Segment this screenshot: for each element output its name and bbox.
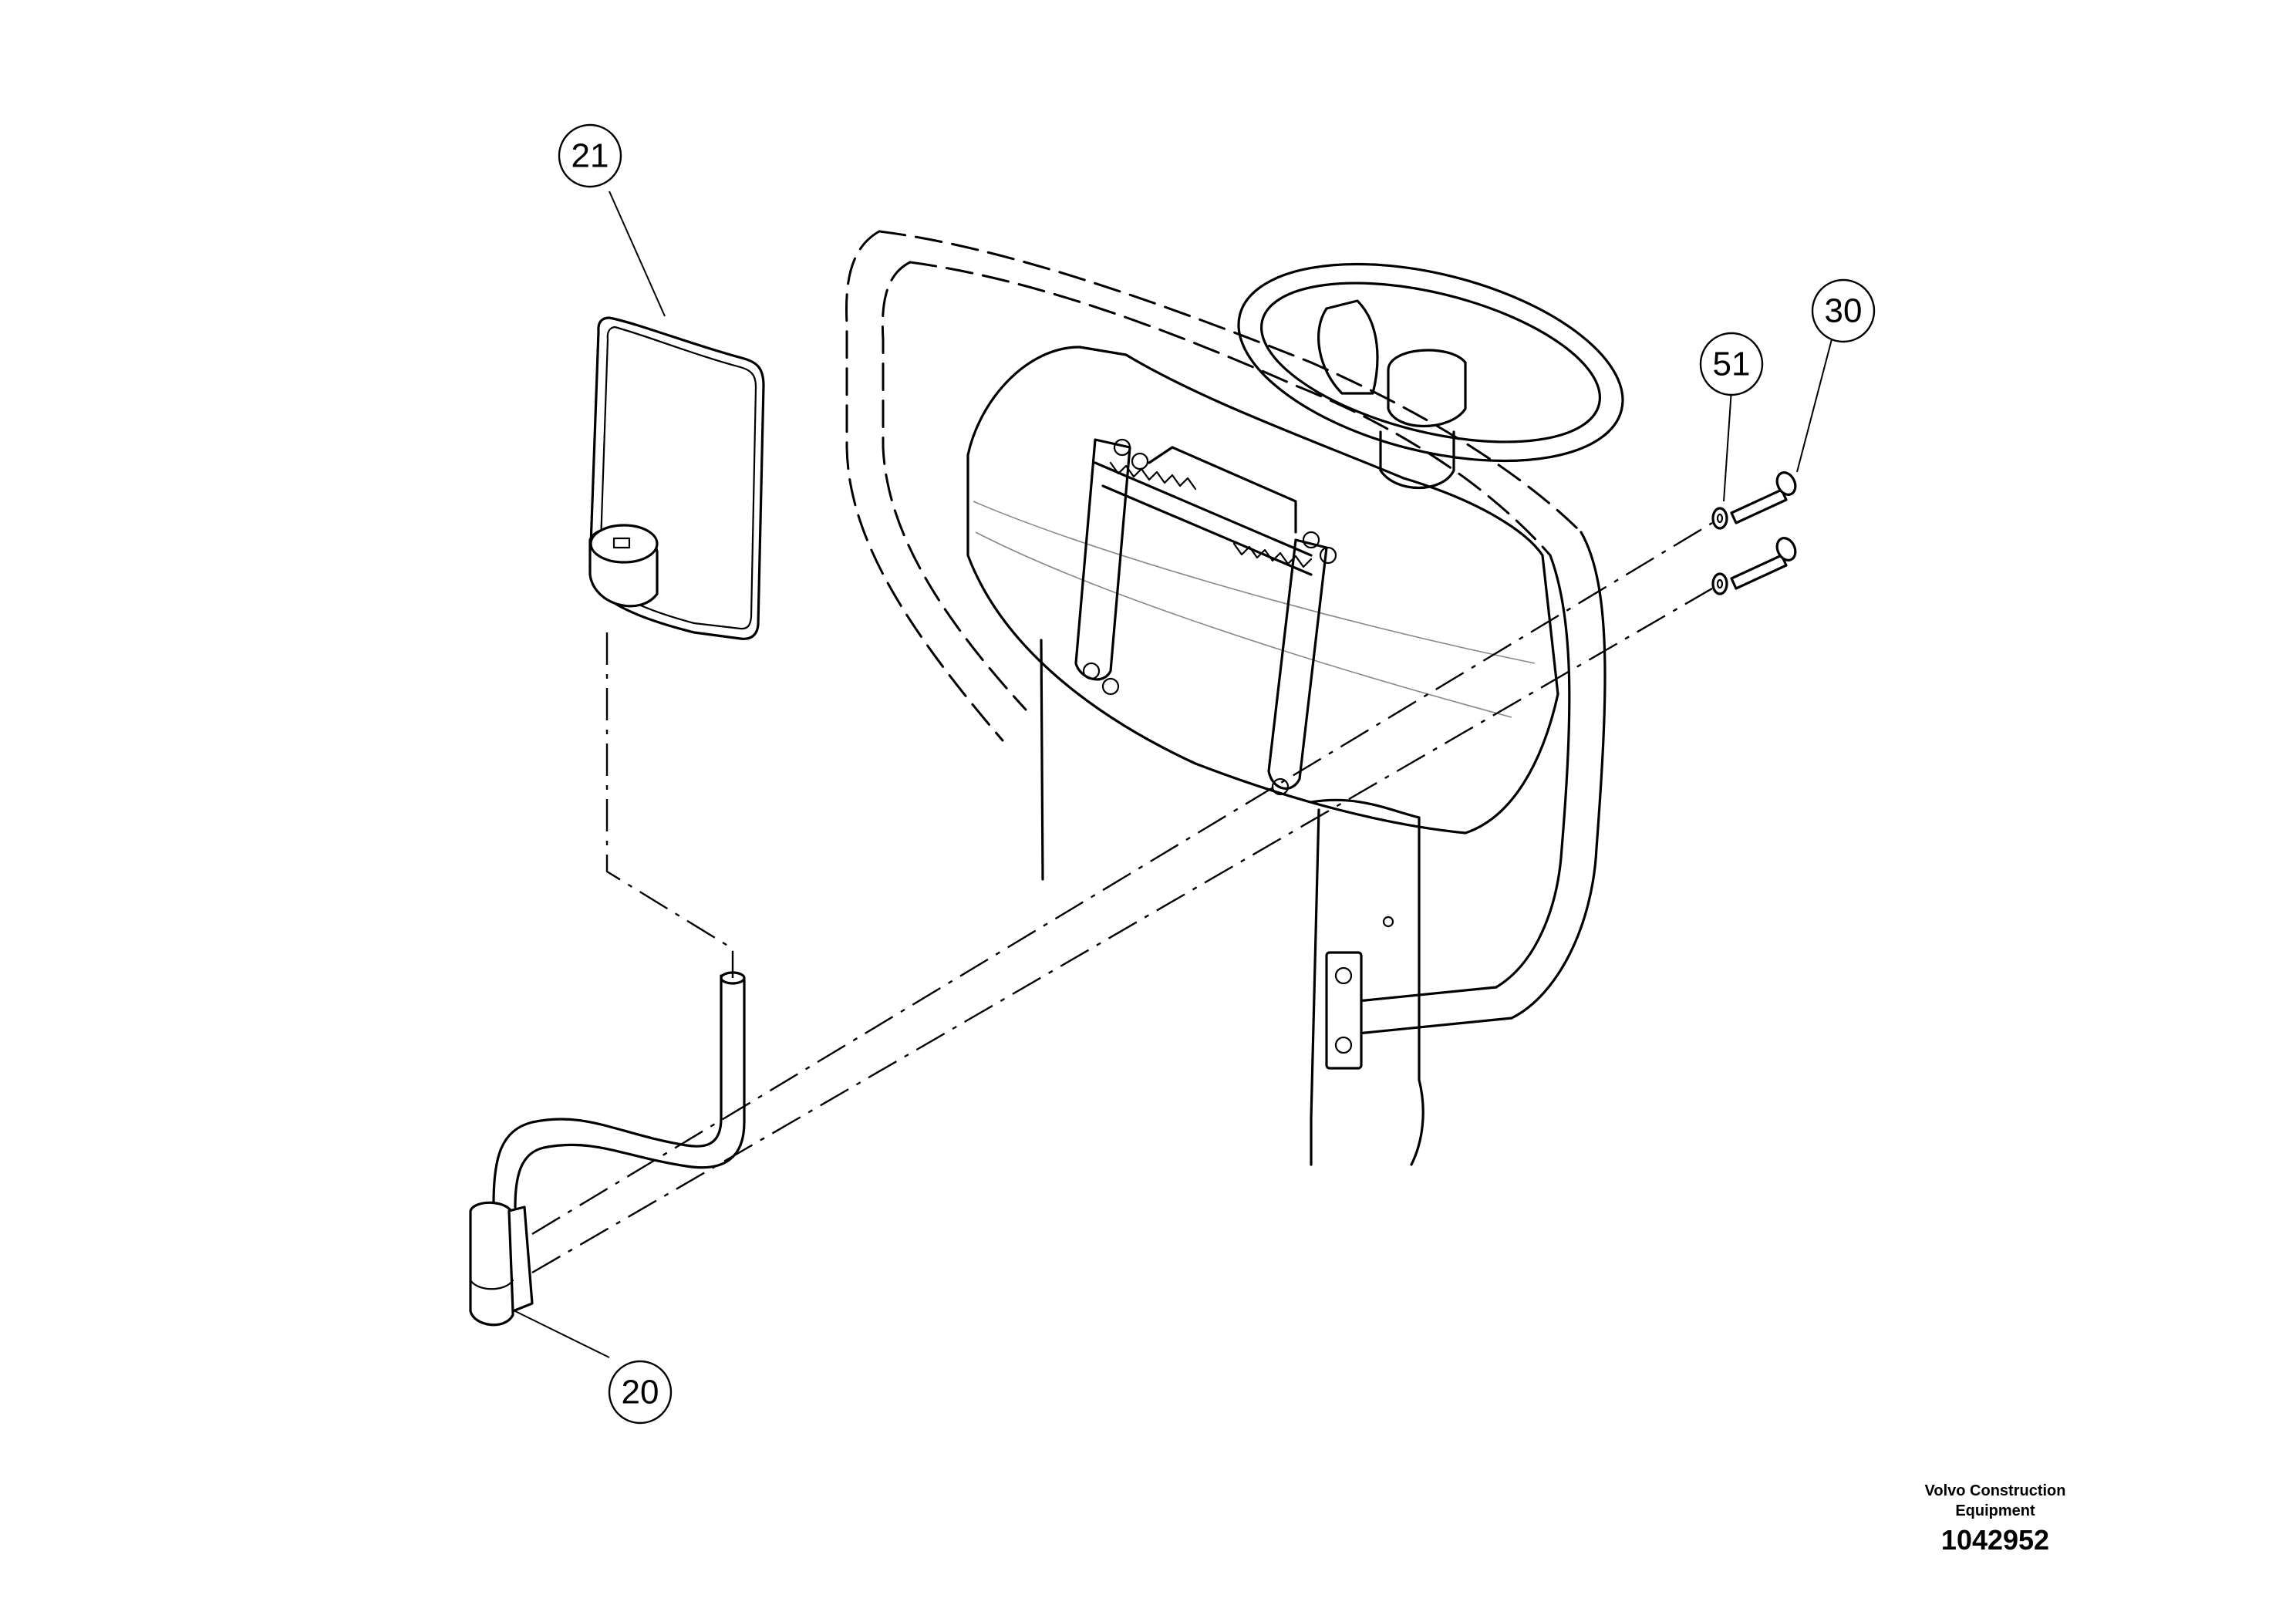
callout-20-label: 20 <box>622 1374 659 1411</box>
brand-line-2: Equipment <box>1955 1502 2035 1519</box>
bolt-upper[interactable] <box>1730 470 1799 524</box>
callout-21[interactable]: 21 <box>558 123 622 188</box>
brand-line-1: Volvo Construction <box>1924 1482 2066 1499</box>
callout-20[interactable]: 20 <box>608 1360 673 1425</box>
assembly-centerlines <box>531 521 1713 1274</box>
callout-30[interactable]: 30 <box>1811 278 1876 343</box>
callout-leaders <box>514 191 1832 1358</box>
callout-30-label: 30 <box>1825 292 1863 330</box>
document-number: 1042952 <box>1940 1524 2050 1556</box>
bolt-lower[interactable] <box>1730 535 1799 590</box>
callout-21-label: 21 <box>571 137 609 175</box>
washer-upper[interactable] <box>1711 507 1728 530</box>
washer-lower[interactable] <box>1711 572 1728 595</box>
mirror-arm[interactable] <box>469 971 746 1327</box>
brand-label: Volvo Construction Equipment <box>1880 1481 2111 1521</box>
spring-linkage <box>1074 438 1337 796</box>
support-column <box>1040 639 1424 1166</box>
mirror-glass[interactable] <box>588 316 765 640</box>
steering-wheel <box>1237 262 1624 490</box>
callout-51-label: 51 <box>1713 346 1751 383</box>
dashboard-housing <box>966 346 1559 835</box>
callout-51[interactable]: 51 <box>1699 332 1764 396</box>
